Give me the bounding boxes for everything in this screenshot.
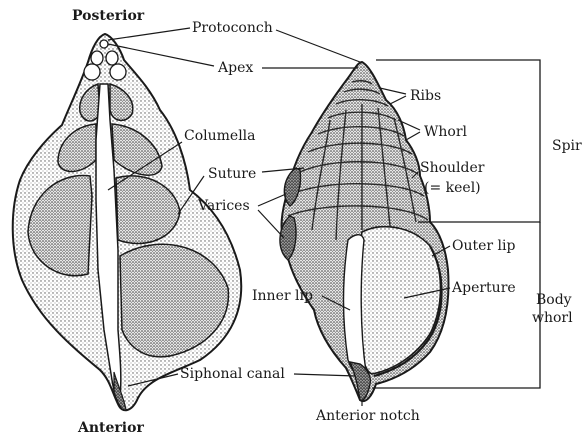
label-siphonal-canal: Siphonal canal xyxy=(180,366,285,382)
label-aperture: Aperture xyxy=(451,280,516,296)
label-columella: Columella xyxy=(184,128,256,144)
label-body-whorl-1: Body xyxy=(536,292,572,308)
leader-varices-2 xyxy=(258,210,284,238)
label-shoulder: Shoulder xyxy=(420,160,485,176)
leader-ribs-1 xyxy=(380,88,406,94)
leader-ribs-2 xyxy=(390,96,406,104)
label-ribs: Ribs xyxy=(410,88,441,104)
label-body-whorl-2: whorl xyxy=(532,310,573,326)
leader-siphonal-right xyxy=(294,374,356,376)
label-keel: (= keel) xyxy=(424,180,481,196)
label-spire: Spire xyxy=(552,138,582,154)
apical-chamber xyxy=(106,51,118,65)
leader-whorl-2 xyxy=(406,132,420,140)
label-varices: Varices xyxy=(197,198,250,214)
label-inner-lip: Inner lip xyxy=(252,288,313,304)
leader-protoconch-right xyxy=(276,30,360,62)
label-apex: Apex xyxy=(217,60,253,76)
protoconch-chamber xyxy=(100,40,108,48)
label-posterior: Posterior xyxy=(72,8,145,24)
leader-protoconch-left xyxy=(108,28,190,40)
label-outer-lip: Outer lip xyxy=(452,238,516,254)
apical-chamber xyxy=(84,64,100,80)
label-anterior: Anterior xyxy=(77,420,144,436)
label-anterior-notch: Anterior notch xyxy=(315,408,420,424)
leader-varices-1 xyxy=(258,194,286,206)
left-shell-section xyxy=(13,34,242,410)
label-whorl: Whorl xyxy=(424,124,468,140)
label-protoconch: Protoconch xyxy=(192,20,273,36)
right-shell-external xyxy=(280,62,449,401)
apical-chamber xyxy=(91,51,103,65)
apical-chamber xyxy=(110,64,126,80)
label-suture: Suture xyxy=(208,166,256,182)
